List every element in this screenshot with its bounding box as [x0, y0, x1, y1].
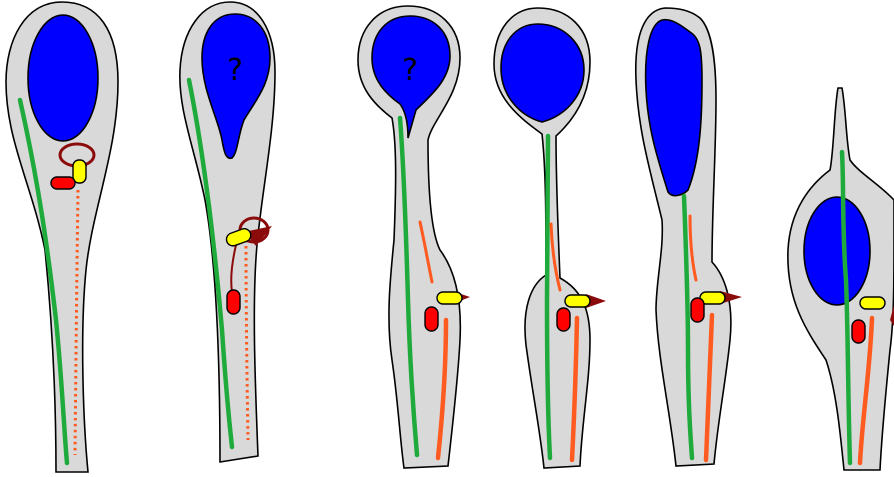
cell-5: [636, 8, 742, 466]
cell-2: ?: [180, 2, 275, 462]
cell-4-red-capsule: [557, 308, 570, 331]
cell-3-yellow-capsule: [437, 292, 462, 304]
cell-1-red-capsule: [51, 177, 75, 189]
cell-1-yellow-capsule: [73, 160, 86, 183]
cell-6-yellow-capsule: [860, 297, 885, 309]
cell-4: [494, 8, 606, 468]
cell-6: [788, 88, 894, 470]
cell-6-red-capsule: [852, 320, 865, 343]
cell-3-red-capsule: [425, 307, 438, 331]
cell-3-question-mark: ?: [402, 53, 418, 88]
cell-6-nucleus: [804, 197, 870, 305]
cell-2-question-mark: ?: [227, 53, 243, 88]
cell-3: ?: [358, 6, 470, 468]
cell-1: [6, 2, 118, 472]
cell-1-nucleus: [28, 15, 98, 141]
cell-5-red-capsule: [691, 298, 704, 322]
cell-2-red-capsule: [227, 290, 240, 314]
cell-4-yellow-capsule: [565, 295, 590, 307]
